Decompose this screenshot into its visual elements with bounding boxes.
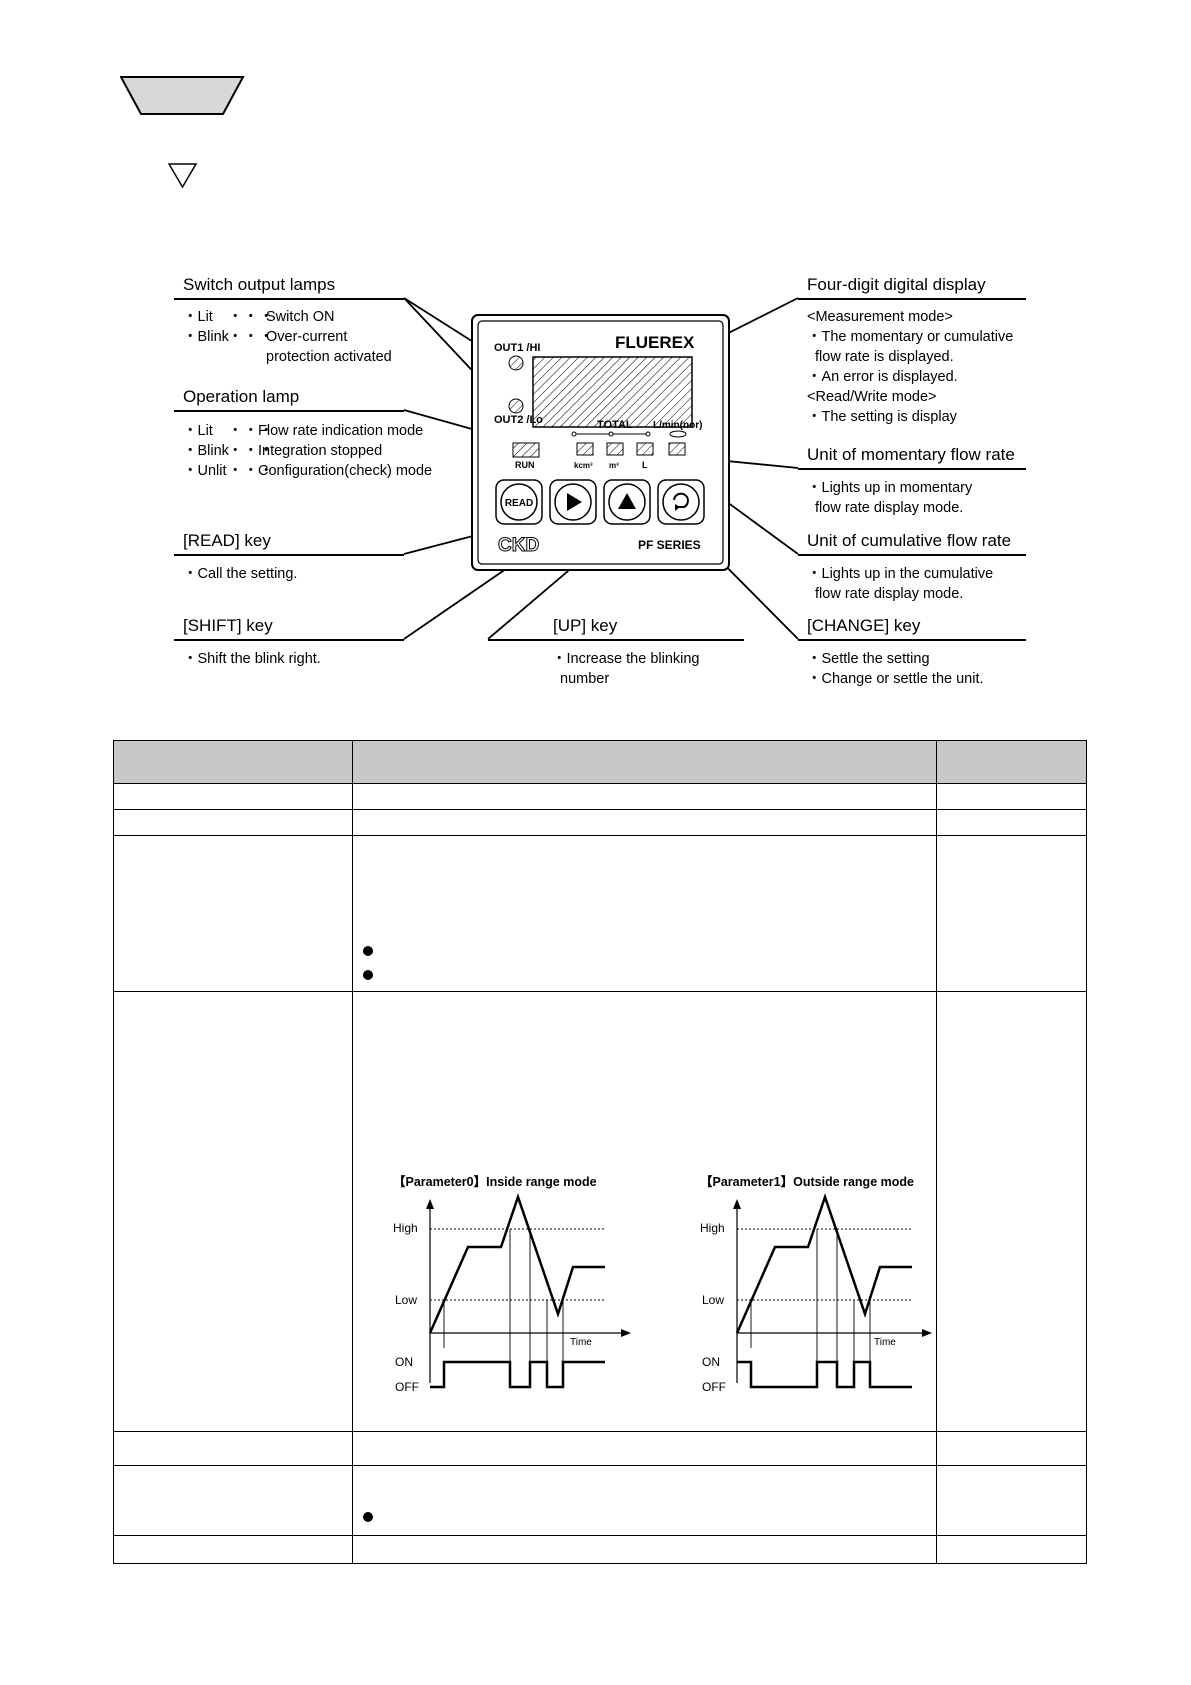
right-triangle-icon (567, 493, 582, 511)
unit-m3-label: m³ (609, 461, 619, 470)
graph-title: 【Parameter0】Inside range mode (393, 1174, 597, 1189)
unit-l-label: L (642, 460, 648, 470)
svg-text:ON: ON (702, 1355, 720, 1369)
digital-display (532, 356, 693, 428)
display-title: Four-digit digital display (807, 275, 986, 294)
run-lamp (512, 442, 540, 458)
callout-underline (174, 410, 404, 412)
graph-outside-range: 【Parameter1】Outside range mode High Low … (700, 1174, 932, 1394)
unit-lamp-lmin (668, 442, 686, 456)
svg-text:High: High (393, 1221, 418, 1235)
rate-unit-label: L/min(nor) (653, 420, 702, 431)
output-mode-graphs: 【Parameter0】Inside range mode High Low T… (393, 1174, 932, 1394)
graph-title: 【Parameter1】Outside range mode (700, 1174, 914, 1189)
read-key-note: ・Call the setting. (183, 566, 298, 582)
up-key-title: [UP] key (553, 616, 618, 635)
read-key[interactable]: READ (495, 479, 543, 525)
operation-lamp-title: Operation lamp (183, 387, 300, 406)
display-notes: <Measurement mode> ・The momentary or cum… (807, 309, 1014, 425)
table-row (113, 783, 1087, 810)
change-key-title: [CHANGE] key (807, 616, 921, 635)
up-key-note: ・Increase the blinking number (552, 651, 700, 687)
unit-momentary-notes: ・Lights up in momentary flow rate displa… (807, 480, 973, 516)
table-row (113, 1431, 1087, 1466)
subsection-marker-icon (168, 163, 198, 189)
svg-text:Time: Time (874, 1337, 896, 1348)
brand-label: FLUEREX (615, 333, 695, 352)
svg-text:Time: Time (570, 1337, 592, 1348)
shift-key-title: [SHIFT] key (183, 616, 273, 635)
switch-output-lamps-notes: ・Lit・・・Switch ON ・Blink・・・Over-current p… (183, 309, 392, 365)
callout-underline (798, 468, 1026, 470)
unit-kcm3-label: kcm³ (574, 461, 593, 470)
up-key[interactable] (603, 479, 651, 525)
change-key-notes: ・Settle the setting ・Change or settle th… (807, 651, 984, 687)
rotate-arrow-icon (673, 492, 689, 508)
table-row: 【Parameter0】Inside range mode High Low T… (113, 991, 1087, 1432)
svg-text:ON: ON (395, 1355, 413, 1369)
out1-label: OUT1 /HI (494, 342, 540, 354)
callout-underline (798, 298, 1026, 300)
unit-cumulative-notes: ・Lights up in the cumulative flow rate d… (807, 566, 994, 602)
unit-lamp-kcm3 (576, 442, 594, 456)
total-label: TOTAL (597, 419, 633, 431)
unit-momentary-title: Unit of momentary flow rate (807, 445, 1015, 464)
table-header-row (113, 740, 1087, 784)
operation-lamp-notes: ・Lit・・・Flow rate indication mode ・Blink・… (183, 423, 433, 479)
ckd-logo: CKD (498, 535, 539, 556)
up-triangle-icon (618, 493, 636, 509)
switch-output-lamps-title: Switch output lamps (183, 275, 336, 294)
change-key[interactable] (657, 479, 705, 525)
graph-inside-range: 【Parameter0】Inside range mode High Low T… (393, 1174, 631, 1394)
svg-text:OFF: OFF (702, 1380, 726, 1394)
table-row (113, 1465, 1087, 1536)
out1-lamp (508, 355, 524, 371)
svg-text:Low: Low (702, 1293, 724, 1307)
unit-cumulative-title: Unit of cumulative flow rate (807, 531, 1012, 550)
spec-table: 【Parameter0】Inside range mode High Low T… (113, 740, 1087, 1564)
callout-underline (174, 298, 404, 300)
device-panel: OUT1 /HI FLUEREX OUT2 /Lo TOTAL L/min(no… (471, 314, 730, 571)
callout-underline (798, 639, 1026, 641)
out2-lamp (508, 398, 524, 414)
series-label: PF SERIES (638, 538, 701, 552)
unit-lamp-l (636, 442, 654, 456)
callout-underline (174, 554, 404, 556)
callout-underline (488, 639, 744, 641)
table-row (113, 835, 1087, 992)
callout-underline (174, 639, 404, 641)
svg-text:Low: Low (395, 1293, 417, 1307)
bullet-icon (362, 970, 373, 980)
out2-label: OUT2 /Lo (494, 414, 543, 426)
shift-key[interactable] (549, 479, 597, 525)
bullet-icon (362, 946, 373, 956)
table-row (113, 1535, 1087, 1564)
table-row (113, 809, 1087, 836)
unit-lamp-m3 (606, 442, 624, 456)
svg-text:OFF: OFF (395, 1380, 419, 1394)
run-label: RUN (515, 460, 535, 470)
svg-text:READ: READ (505, 498, 533, 509)
callout-underline (798, 554, 1026, 556)
section-header-shape (120, 76, 245, 115)
bullet-icon (362, 1512, 373, 1522)
shift-key-note: ・Shift the blink right. (183, 651, 321, 667)
read-key-title: [READ] key (183, 531, 271, 550)
svg-text:High: High (700, 1221, 725, 1235)
